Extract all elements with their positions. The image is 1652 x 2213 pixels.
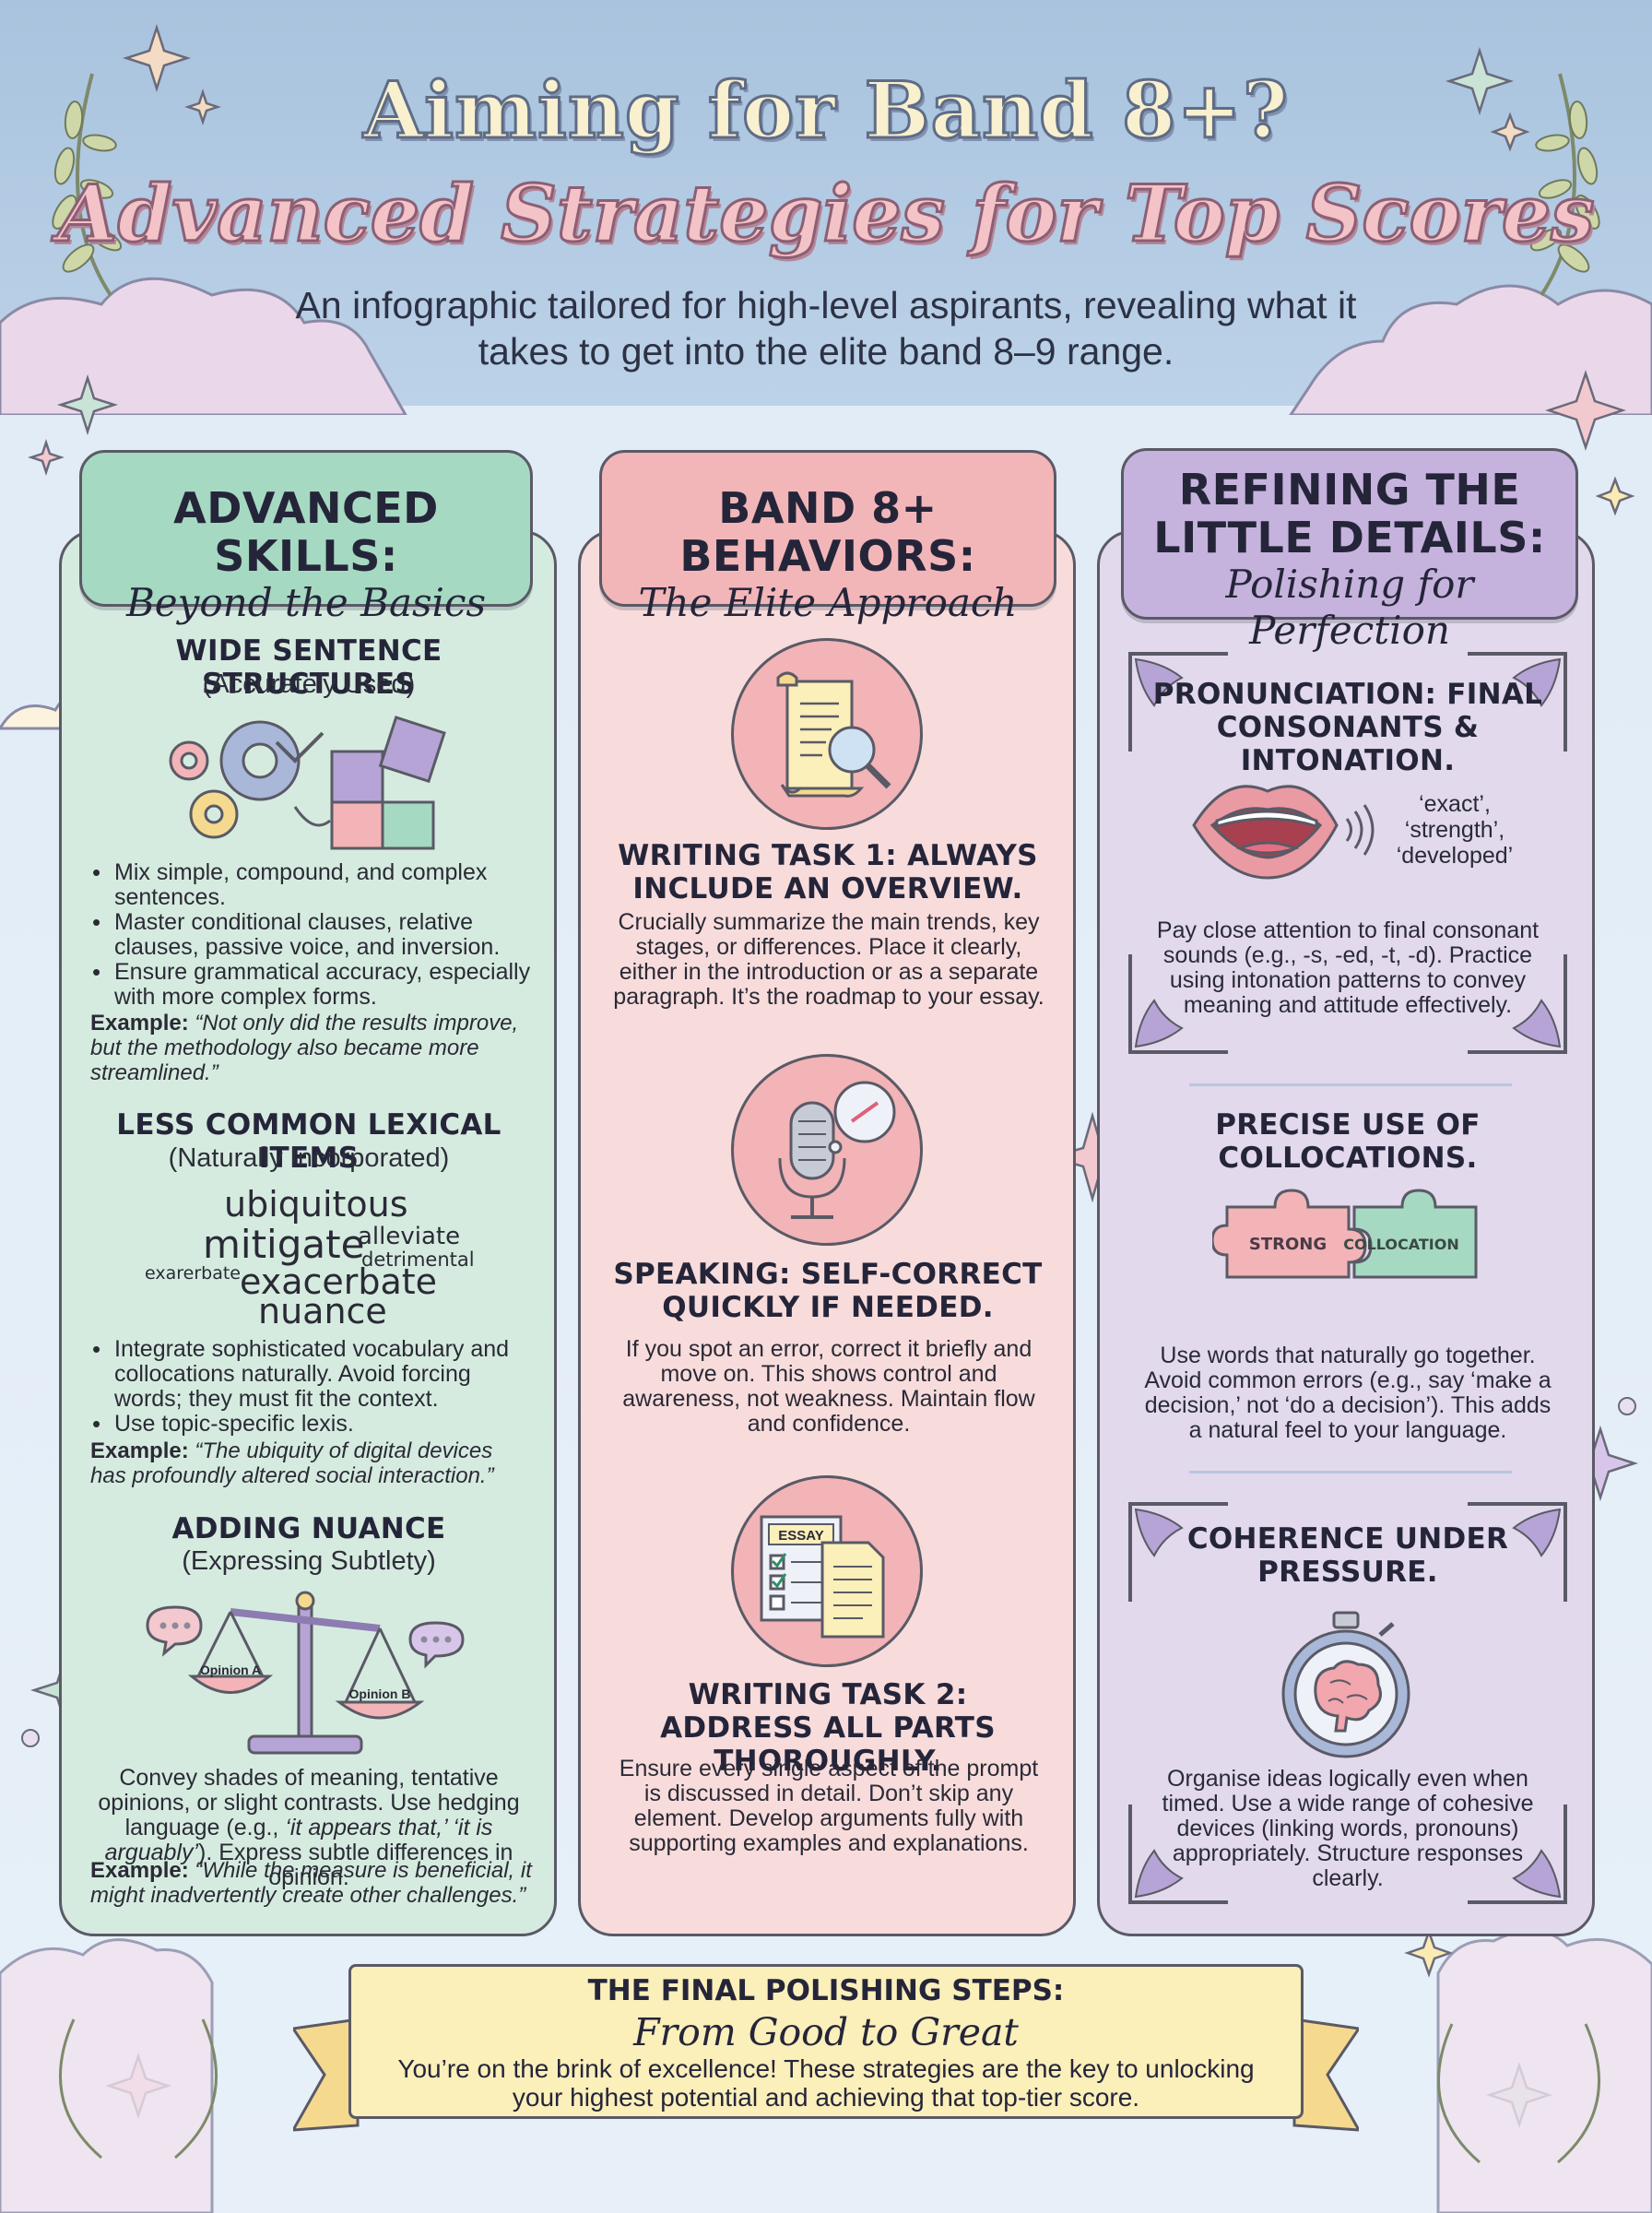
sentence-structures-subtitle: (Accurately Used) xyxy=(202,669,416,699)
final-polishing-banner xyxy=(348,1964,1304,2119)
essay-checklist-icon: ESSAY xyxy=(731,1475,923,1667)
adding-nuance-body: Convey shades of meaning, tentative opin… xyxy=(74,1766,544,1890)
example-text: “While the measure is beneficial, it mig… xyxy=(90,1858,532,1908)
list-item: Integrate sophisticated vocabulary and c… xyxy=(90,1337,533,1412)
microphone-icon xyxy=(731,1054,923,1246)
lexical-items-title: LESS COMMON LEXICAL ITEMS xyxy=(116,1108,502,1175)
nuance-body-text: Convey shades of meaning, tentative opin… xyxy=(98,1765,520,1840)
pronunciation-word: ‘developed’ xyxy=(1396,843,1514,869)
list-item: Mix simple, compound, and complex senten… xyxy=(90,860,533,910)
sentence-structures-title: WIDE SENTENCE STRUCTURES xyxy=(175,634,442,701)
word-cloud-word: exarerbate xyxy=(145,1263,241,1284)
coherence-body: Organise ideas logically even when timed… xyxy=(1162,1766,1534,1891)
section-divider xyxy=(1189,1471,1512,1473)
stopwatch-brain-icon xyxy=(1281,1611,1410,1758)
word-cloud-word: detrimental xyxy=(361,1249,475,1271)
pronunciation-frame xyxy=(1128,652,1567,1054)
sound-waves-icon xyxy=(1345,804,1375,856)
section-divider xyxy=(1189,1083,1512,1086)
adding-nuance-subtitle: (Expressing Subtlety) xyxy=(182,1546,436,1576)
banner-body: You’re on the brink of excellence! These… xyxy=(397,2054,1255,2112)
word-cloud-word: mitigate xyxy=(203,1222,365,1267)
list-item: Master conditional clauses, relative cla… xyxy=(90,910,533,960)
banner-title: THE FINAL POLISHING STEPS: xyxy=(587,1974,1065,2007)
scale-right-label: Opinion B xyxy=(349,1686,411,1701)
laurel-left-icon xyxy=(52,73,123,297)
writing-task2-body: Ensure every single aspect of the prompt… xyxy=(619,1756,1039,1856)
advanced-skills-title: ADVANCED SKILLS: xyxy=(173,483,439,581)
balance-scale-icon: Opinion A Opinion B xyxy=(146,1591,465,1755)
refining-details-header: REFINING THE LITTLE DETAILS: Polishing f… xyxy=(1121,448,1578,653)
nuance-body-text-end: ). Express subtle differences in opinion… xyxy=(198,1840,513,1890)
word-cloud-word: ubiquitous xyxy=(224,1184,408,1225)
pronunciation-title: PRONUNCIATION: FINAL CONSONANTS & INTONA… xyxy=(1152,678,1543,777)
writing-task1-body: Crucially summarize the main trends, key… xyxy=(613,909,1044,1010)
advanced-skills-subtitle: Beyond the Basics xyxy=(125,580,487,625)
writing-task2-title: WRITING TASK 2: ADDRESS ALL PARTS THOROU… xyxy=(660,1678,996,1778)
scale-left-label: Opinion A xyxy=(200,1663,261,1677)
example-label: Example: xyxy=(90,1858,189,1883)
advanced-skills-header: ADVANCED SKILLS: Beyond the Basics xyxy=(79,450,533,625)
pronunciation-body: Pay close attention to final consonant s… xyxy=(1156,917,1540,1018)
page-subtitle: An infographic tailored for high-level a… xyxy=(295,284,1357,373)
essay-icon-label: ESSAY xyxy=(778,1528,823,1544)
writing-task1-title: WRITING TASK 1: ALWAYS INCLUDE AN OVERVI… xyxy=(618,839,1038,905)
nuance-body-italic: ‘it appears that,’ ‘it is arguably’ xyxy=(104,1815,493,1865)
banner-ribbon-ends xyxy=(293,2018,1359,2132)
banner-subtitle: From Good to Great xyxy=(633,2010,1019,2054)
sentence-structures-bullets: Mix simple, compound, and complex senten… xyxy=(90,860,533,1010)
word-cloud-word: nuance xyxy=(258,1291,387,1331)
page-title-secondary: Advanced Strategies for Top Scores xyxy=(56,167,1596,261)
lexical-items-subtitle: (Naturally Incorporated) xyxy=(168,1143,450,1173)
page-title: Aiming for Band 8+? xyxy=(361,64,1290,158)
band8-behaviors-title: BAND 8+ BEHAVIORS: xyxy=(679,483,976,581)
puzzle-pieces-icon: STRONG COLLOCATION xyxy=(1212,1189,1478,1279)
laurel-right-icon xyxy=(1529,73,1600,297)
list-item: Use topic-specific lexis. xyxy=(90,1412,533,1438)
sentence-structures-example: Example: “Not only did the results impro… xyxy=(90,1011,533,1085)
band8-behaviors-header: BAND 8+ BEHAVIORS: The Elite Approach xyxy=(599,450,1056,625)
example-label: Example: xyxy=(90,1011,189,1035)
coherence-title: COHERENCE UNDER PRESSURE. xyxy=(1186,1522,1509,1589)
coherence-frame xyxy=(1128,1502,1567,1904)
gears-puzzle-icon xyxy=(169,716,446,850)
puzzle-left-label: STRONG xyxy=(1249,1235,1327,1254)
mouth-icon xyxy=(1192,785,1339,880)
list-item: Ensure grammatical accuracy, especially … xyxy=(90,960,533,1010)
lexical-items-example: Example: “The ubiquity of digital device… xyxy=(90,1438,533,1488)
speaking-selfcorrect-body: If you spot an error, correct it briefly… xyxy=(622,1336,1035,1437)
word-cloud-word: alleviate xyxy=(358,1223,461,1250)
word-cloud-word: exacerbate xyxy=(240,1261,438,1302)
pronunciation-word: ‘exact’, xyxy=(1419,791,1491,817)
speaking-selfcorrect-title: SPEAKING: SELF-CORRECT QUICKLY IF NEEDED… xyxy=(613,1258,1043,1324)
collocations-body: Use words that naturally go together. Av… xyxy=(1144,1343,1552,1443)
lexical-items-bullets: Integrate sophisticated vocabulary and c… xyxy=(90,1337,533,1438)
collocations-title: PRECISE USE OF COLLOCATIONS. xyxy=(1215,1108,1481,1175)
adding-nuance-example: Example: “While the measure is beneficia… xyxy=(90,1858,533,1908)
adding-nuance-title: ADDING NUANCE xyxy=(171,1512,446,1545)
pronunciation-word: ‘strength’, xyxy=(1404,817,1505,843)
scroll-search-icon xyxy=(731,638,923,830)
example-label: Example: xyxy=(90,1438,189,1463)
band8-behaviors-subtitle: The Elite Approach xyxy=(638,580,1018,625)
example-text: “Not only did the results improve, but t… xyxy=(90,1011,519,1085)
example-text: “The ubiquity of digital devices has pro… xyxy=(90,1438,494,1488)
refining-details-title-line1: REFINING THE xyxy=(1178,465,1521,515)
refining-details-title-line2: LITTLE DETAILS: xyxy=(1153,513,1546,562)
refining-details-subtitle: Polishing for Perfection xyxy=(1225,562,1474,653)
puzzle-right-label: COLLOCATION xyxy=(1343,1236,1459,1253)
